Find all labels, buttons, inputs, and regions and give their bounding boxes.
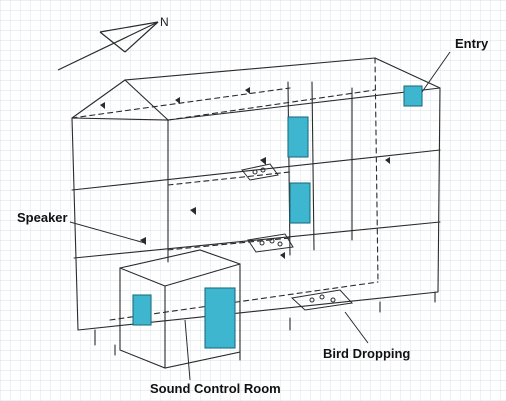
entry-panel — [403, 85, 423, 107]
room-window-panel — [132, 294, 152, 326]
bird-dropping-icon — [241, 163, 354, 311]
roof-eave-front — [167, 87, 441, 121]
speaker-icon — [100, 87, 390, 259]
upper-door-panel — [287, 116, 309, 158]
partition-mid — [311, 81, 315, 251]
leader-lines — [69, 51, 451, 381]
speaker-label: Speaker — [17, 210, 68, 225]
floor2-front — [73, 221, 441, 259]
building-outline — [71, 57, 441, 369]
room-door-panel — [204, 287, 236, 349]
north-arrow-icon — [57, 21, 159, 71]
compass-north-label: N — [160, 15, 169, 29]
front-gable — [71, 79, 170, 121]
roof-eave-back — [71, 87, 291, 119]
back-right-post — [437, 87, 441, 293]
bird-dropping-label: Bird Dropping — [323, 346, 410, 361]
front-left-post — [71, 117, 79, 331]
sound-control-room-label: Sound Control Room — [150, 381, 281, 396]
teal-panels — [132, 85, 423, 349]
back-gable-right — [374, 57, 441, 89]
back-middle-post — [374, 57, 379, 283]
roof-ridge — [124, 57, 376, 81]
partition-left — [287, 81, 291, 256]
entry-label: Entry — [455, 36, 489, 51]
middle-door-panel — [289, 182, 311, 224]
